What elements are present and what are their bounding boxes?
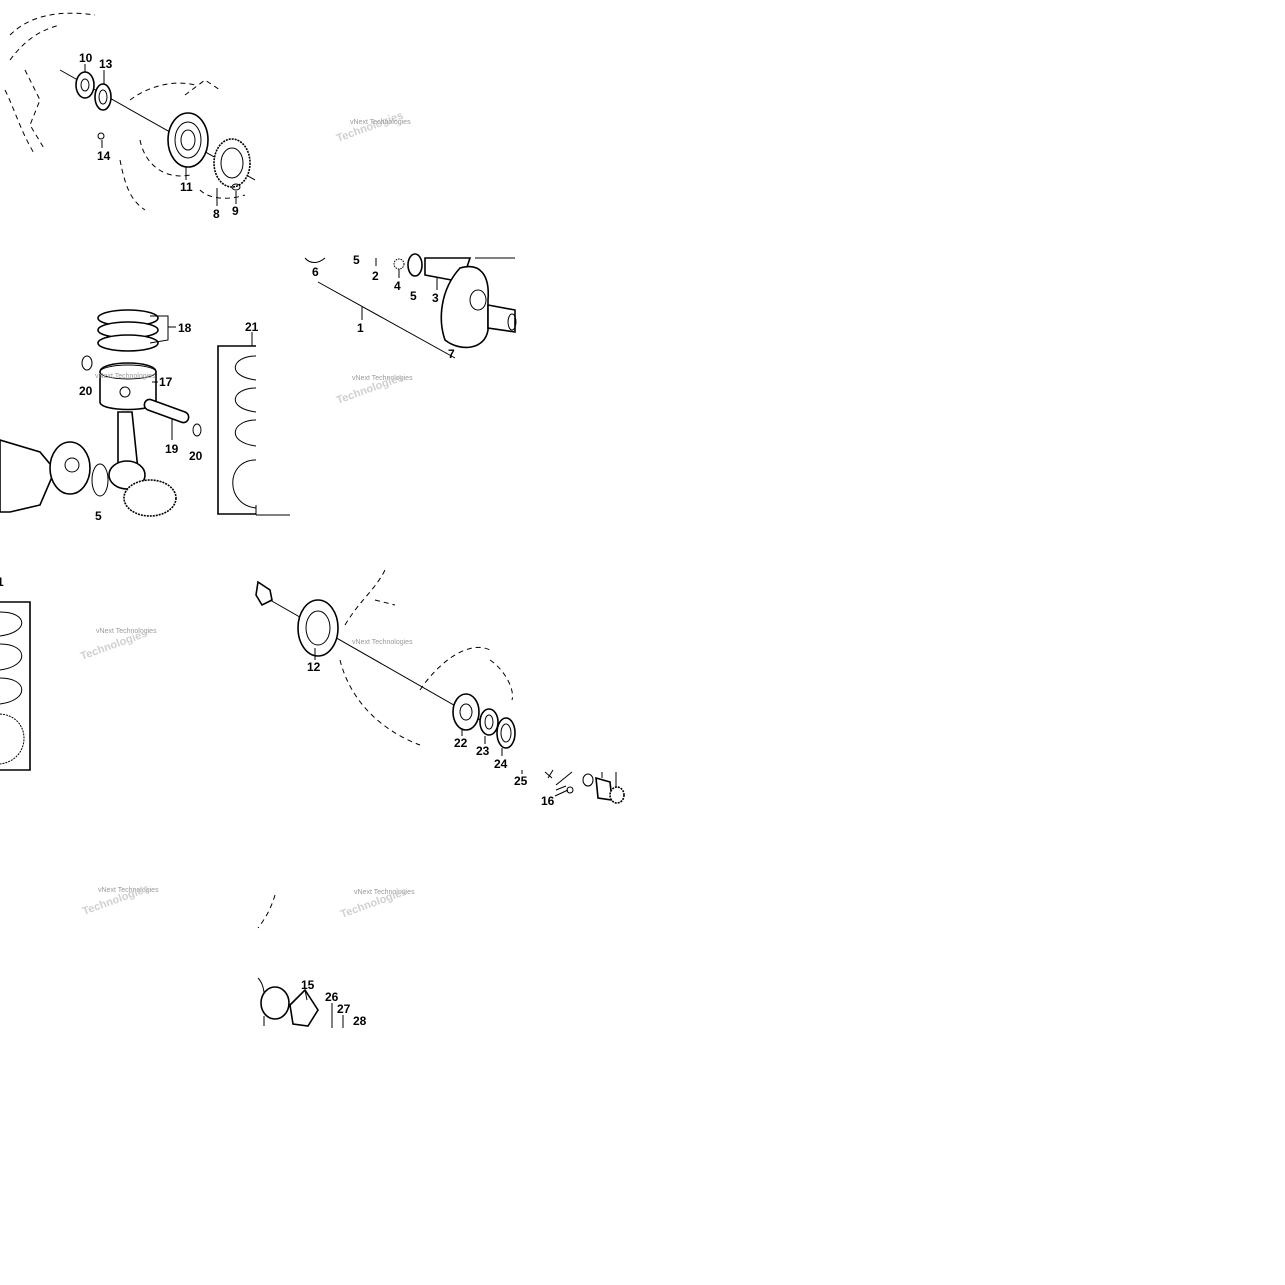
tile-crankshaft: 6 5 2 4 5 3 1 7 vNext Technologies Techn…	[304, 253, 517, 407]
svg-text:vNext Technologies: vNext Technologies	[98, 887, 159, 894]
callout-23: 23	[476, 744, 490, 758]
callout-21: 21	[245, 320, 259, 334]
callout-28: 28	[353, 1014, 367, 1028]
callout-13: 13	[99, 57, 113, 71]
part-12-seal	[297, 599, 339, 657]
callout-6: 6	[312, 265, 319, 279]
watermark-top: Technologies vNext Technologies	[335, 110, 411, 145]
callout-5-mid: 5	[410, 289, 417, 303]
callout-4: 4	[394, 279, 401, 293]
part-20-clip-left	[81, 355, 93, 371]
part-11-main-bearing	[167, 112, 209, 168]
callout-19: 19	[165, 442, 179, 456]
part-19-piston-pin	[143, 398, 190, 424]
crankshaft-section	[0, 439, 56, 513]
callout-20-left: 20	[79, 384, 93, 398]
part-18-ring-3	[97, 334, 159, 352]
tile-crankcase-left-bearings: 10 13 14 11 8 9	[4, 12, 256, 221]
part-24-seal	[496, 717, 516, 749]
part-15-cover	[289, 988, 319, 1027]
svg-text:Technologies: Technologies	[335, 110, 405, 145]
part-10-bearing	[75, 71, 95, 99]
svg-text:vNext Technologies: vNext Technologies	[96, 628, 157, 635]
svg-text:vNext Technologies: vNext Technologies	[354, 889, 415, 896]
callout-24: 24	[494, 757, 508, 771]
callout-5-top: 5	[353, 253, 360, 267]
callout-16: 16	[541, 794, 555, 808]
callout-1: 1	[357, 321, 364, 335]
callout-15: 15	[301, 978, 315, 992]
part-9-ring	[231, 183, 241, 191]
callout-25: 25	[514, 774, 528, 788]
part-5-washer	[407, 253, 423, 277]
callout-26: 26	[325, 990, 339, 1004]
part-8-gear	[213, 138, 251, 188]
svg-text:vNext Technologies: vNext Technologies	[350, 119, 411, 126]
svg-text:vNext Technologies: vNext Technologies	[95, 373, 156, 380]
callout-8: 8	[213, 207, 220, 221]
callout-10: 10	[79, 51, 93, 65]
part-o-ring	[260, 986, 290, 1020]
callout-22: 22	[454, 736, 468, 750]
callout-17: 17	[159, 375, 173, 389]
callout-5-crank: 5	[95, 509, 102, 523]
callout-9: 9	[232, 204, 239, 218]
svg-text:1: 1	[0, 575, 4, 589]
callout-3: 3	[432, 291, 439, 305]
callout-2: 2	[372, 269, 379, 283]
part-22-bearing	[452, 693, 480, 731]
part-4-bearing	[393, 258, 405, 270]
tile-piston-conrod: 18 17 20 19 20 5 21	[0, 309, 290, 523]
callout-27: 27	[337, 1002, 351, 1016]
callout-14: 14	[97, 149, 111, 163]
svg-text:vNext Technologies: vNext Technologies	[352, 375, 413, 382]
tile-ring-set: 1 vNext Technologies Technologies	[0, 575, 157, 771]
callout-18: 18	[178, 321, 192, 335]
callout-12: 12	[307, 660, 321, 674]
part-16-bolt	[566, 786, 574, 794]
callout-11: 11	[180, 180, 193, 194]
callout-7: 7	[448, 347, 455, 361]
part-14-key	[97, 132, 105, 140]
ring-set-box	[217, 345, 256, 515]
part-1-crank-web	[440, 265, 489, 349]
svg-text:vNext Technologies: vNext Technologies	[352, 639, 413, 646]
part-13-seal	[94, 83, 112, 111]
shaft-end	[255, 580, 273, 607]
tile-crankcase-right-bearings: 12 22 23 24 25 16 vNext Technologies	[255, 569, 625, 808]
part-20-clip-right	[192, 423, 202, 437]
watermark-bottom-left: vNext Technologies Technologies	[81, 883, 159, 918]
tile-cover-parts: vNext Technologies Technologies 15 26 27…	[257, 886, 415, 1028]
callout-20-right: 20	[189, 449, 203, 463]
part-23-spacer	[479, 708, 499, 736]
